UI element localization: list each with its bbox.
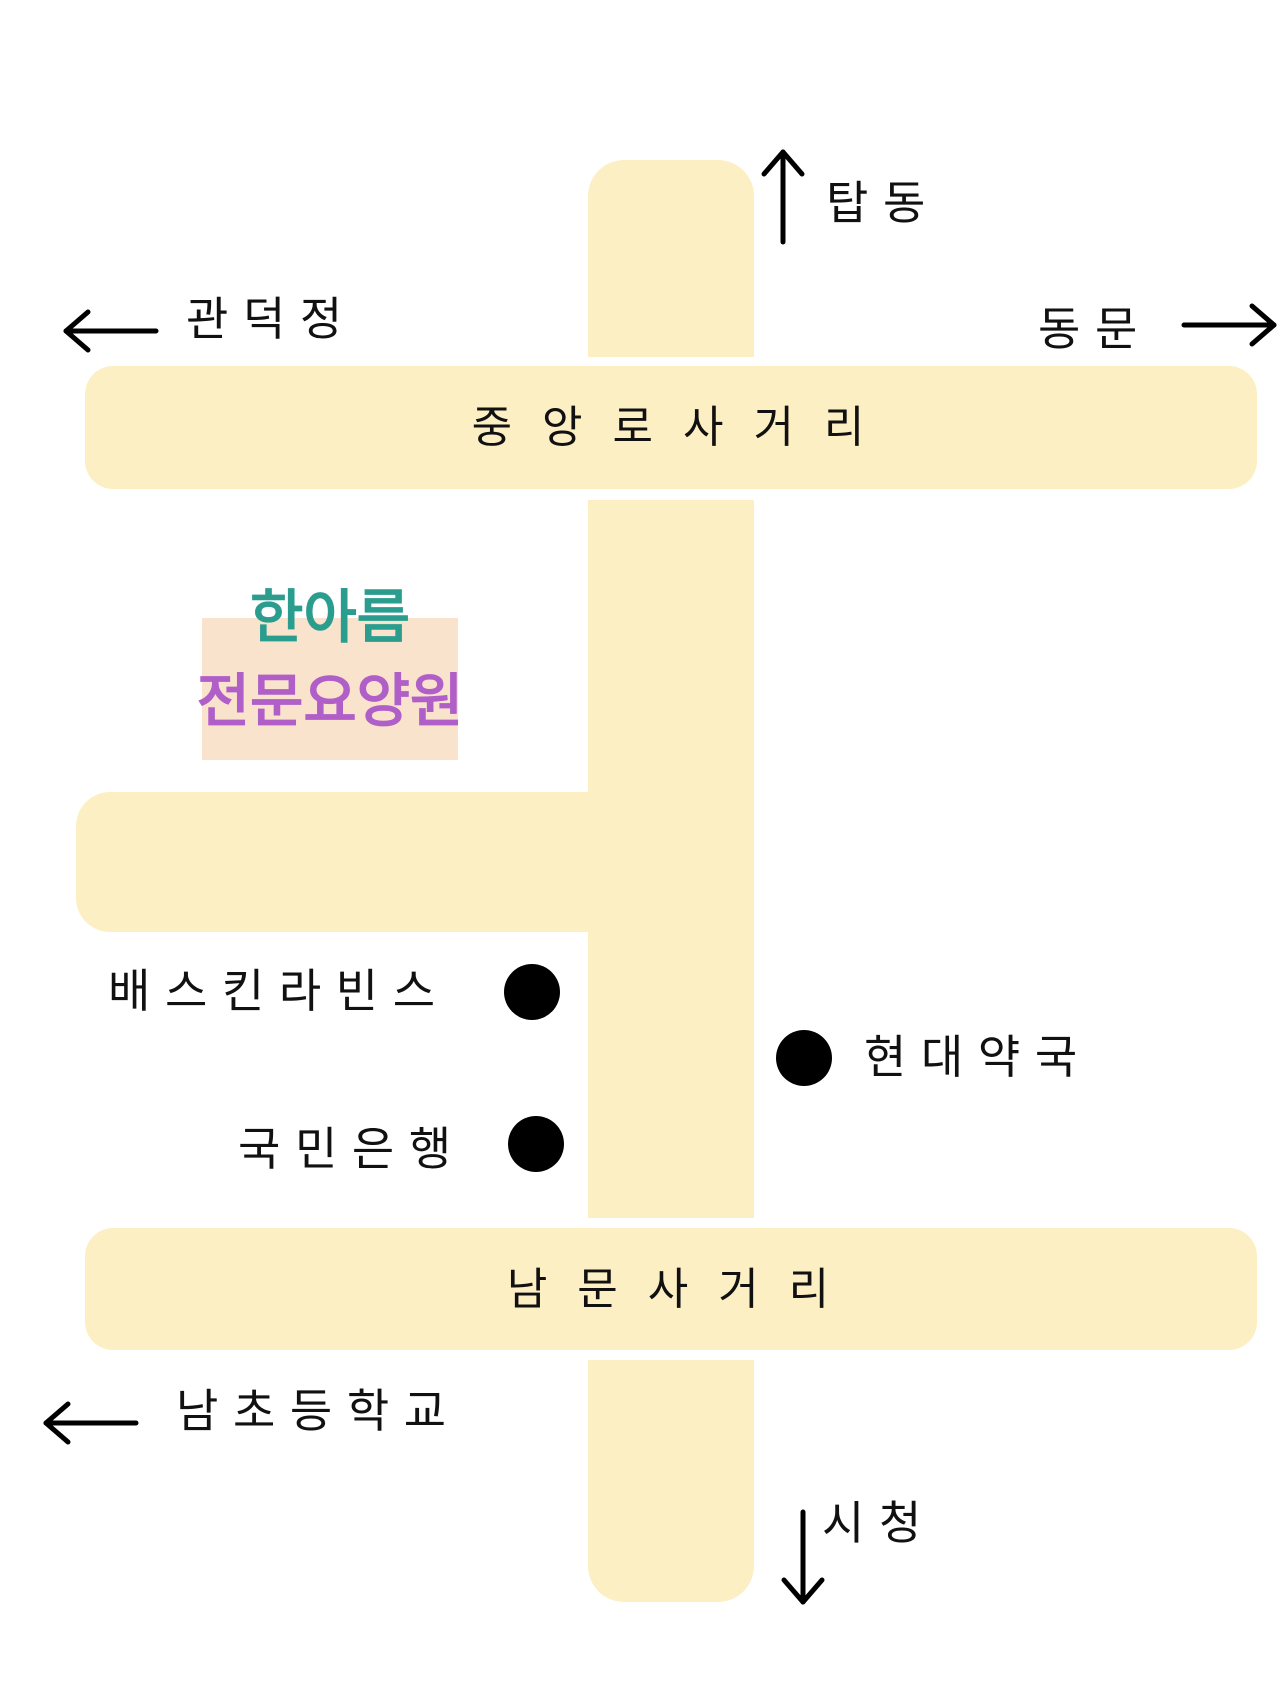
direction-label-west: 관 덕 정 <box>186 292 343 346</box>
arrow-right-icon <box>1181 303 1277 347</box>
arrow-left-icon <box>43 1401 139 1445</box>
landmark-label-hyundai-pharmacy: 현 대 약 국 <box>864 1030 1078 1084</box>
landmark-label-baskin-robbins: 배 스 킨 라 빈 스 <box>108 964 436 1018</box>
road-horizontal-bottom <box>85 1228 1257 1350</box>
destination-name-line2: 전문요양원 <box>196 667 464 735</box>
dot-icon <box>776 1030 832 1086</box>
destination-highlight <box>202 618 458 760</box>
road-horizontal-top <box>85 366 1257 489</box>
dot-icon <box>508 1116 564 1172</box>
dot-icon <box>504 964 560 1020</box>
arrow-down-icon <box>781 1509 825 1605</box>
direction-label-southwest: 남 초 등 학 교 <box>176 1384 447 1438</box>
road-branch-west <box>76 792 596 932</box>
road-vertical-top <box>588 160 754 357</box>
road-vertical-bottom <box>588 1360 754 1602</box>
road-label-top: 중 앙 로 사 거 리 <box>471 402 873 453</box>
direction-label-south: 시 청 <box>822 1496 922 1550</box>
destination-name-line1: 한아름 <box>249 583 411 651</box>
landmark-label-kookmin-bank: 국 민 은 행 <box>238 1122 452 1176</box>
direction-label-north: 탑 동 <box>826 176 926 230</box>
road-vertical-middle <box>588 500 754 1218</box>
arrow-left-icon <box>63 309 159 353</box>
arrow-up-icon <box>761 149 805 245</box>
direction-label-east: 동 문 <box>1038 302 1138 356</box>
road-label-bottom: 남 문 사 거 리 <box>506 1264 838 1315</box>
